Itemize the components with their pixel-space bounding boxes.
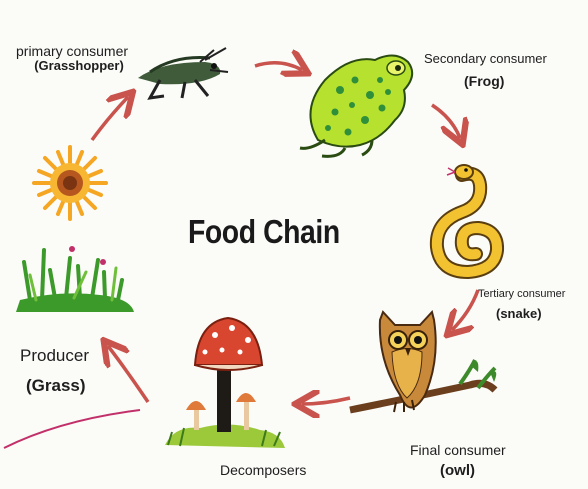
grass-role: Producer (20, 346, 89, 366)
label-grass: Producer (Grass) (20, 346, 89, 395)
sun-icon (34, 147, 106, 219)
mushroom-icon (165, 318, 285, 448)
snake-icon (437, 165, 497, 272)
arrow-owl-to-decomposers (302, 398, 350, 404)
label-snake: Tertiary consumer (snake) (478, 288, 565, 322)
grasshopper-organism: (Grasshopper) (16, 59, 128, 74)
grass-icon (16, 246, 134, 312)
frog-role: Secondary consumer (424, 52, 547, 67)
arrow-grasshopper-to-frog (255, 63, 302, 70)
arrow-decomposers-to-grass (108, 346, 148, 402)
label-grasshopper: primary consumer (Grasshopper) (16, 43, 128, 74)
scribble-line (4, 410, 140, 448)
grasshopper-icon (138, 48, 228, 98)
arrow-sun-to-grasshopper (92, 97, 128, 140)
arrow-snake-to-owl (452, 290, 478, 330)
label-decomposers: Decomposers (220, 462, 306, 478)
label-frog: Secondary consumer (Frog) (424, 52, 547, 89)
diagram-title: Food Chain (188, 213, 340, 251)
snake-role: Tertiary consumer (478, 288, 565, 301)
label-owl: Final consumer (owl) (410, 442, 506, 479)
grass-organism: (Grass) (20, 376, 89, 396)
snake-organism: (snake) (478, 307, 565, 322)
frog-icon (300, 55, 412, 156)
grasshopper-role: primary consumer (16, 43, 128, 59)
arrow-frog-to-snake (432, 105, 460, 138)
owl-role: Final consumer (410, 442, 506, 458)
owl-organism: (owl) (410, 462, 506, 479)
owl-icon (350, 312, 496, 412)
decomposers-role: Decomposers (220, 462, 306, 478)
frog-organism: (Frog) (424, 73, 547, 89)
